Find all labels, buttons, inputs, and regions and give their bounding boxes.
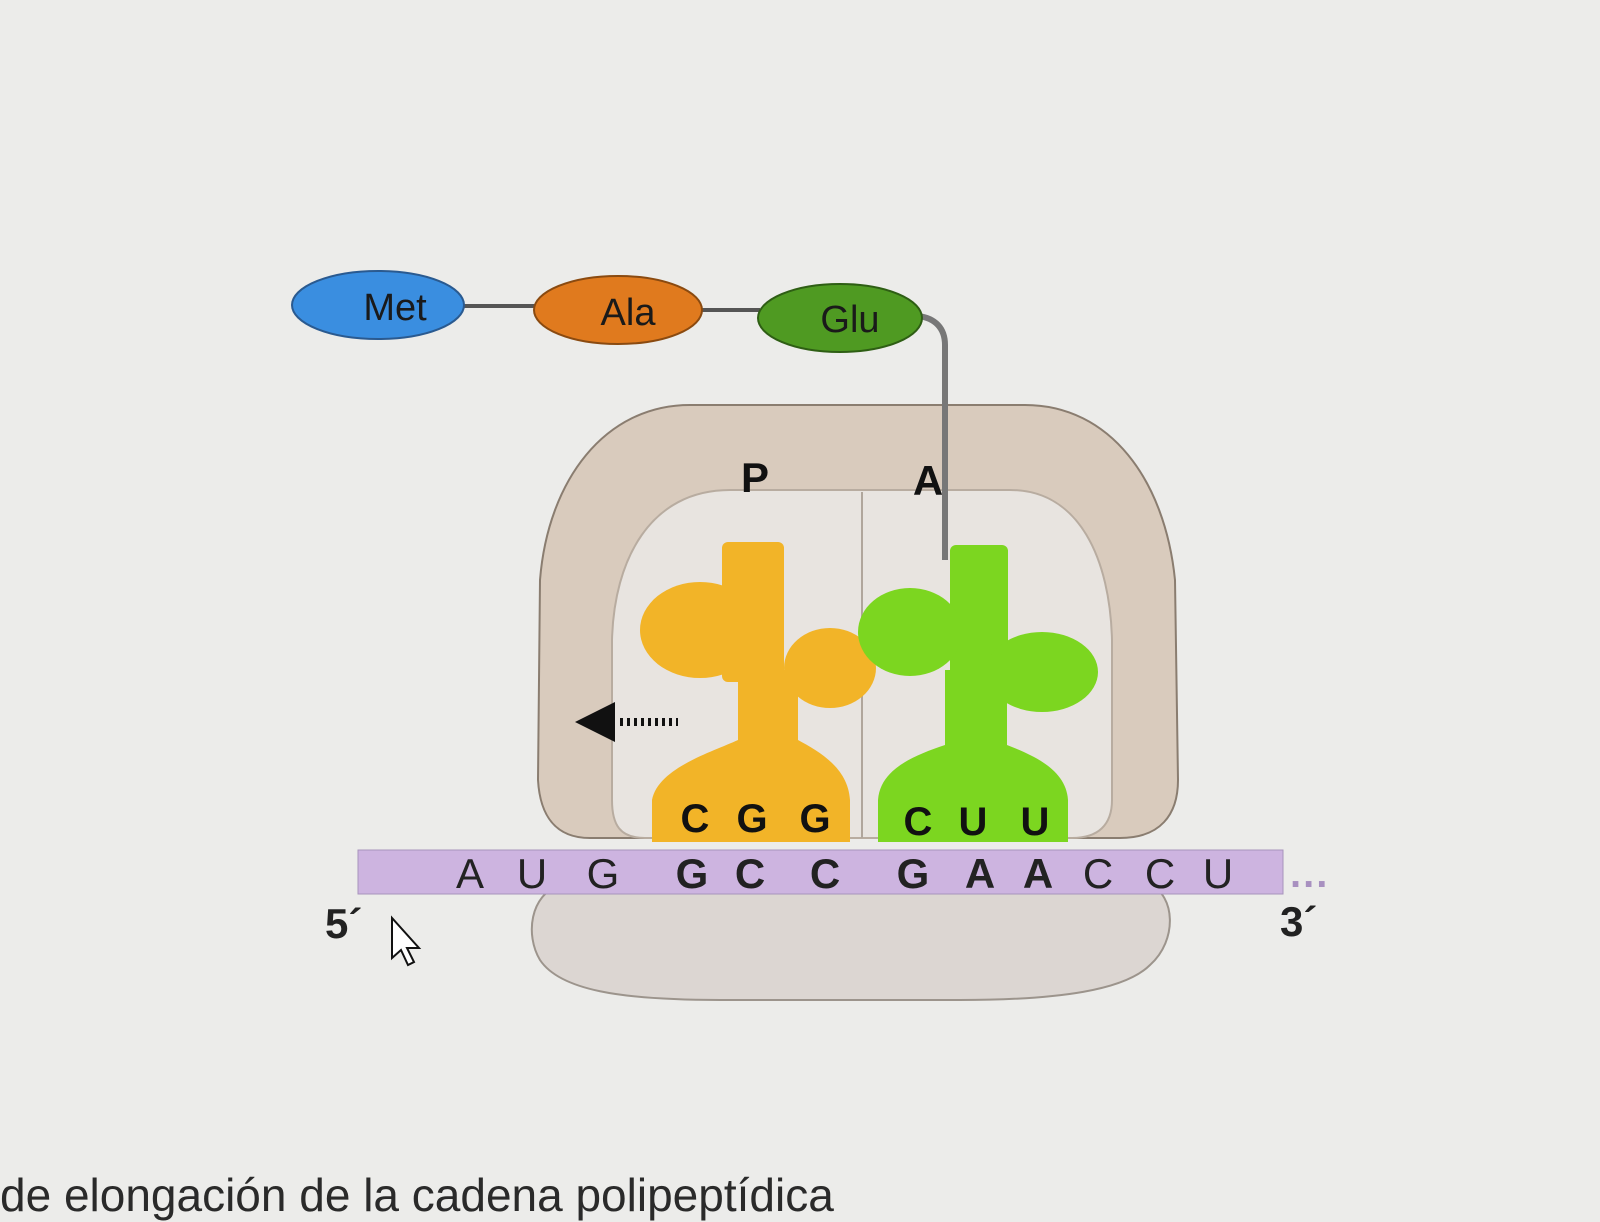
five-prime-label: 5´: [325, 900, 362, 947]
p-site-label: P: [741, 454, 769, 501]
mrna-base: C: [735, 850, 765, 897]
mrna-strand: [357, 849, 1284, 895]
mrna-base: G: [676, 850, 709, 897]
pointer-icon: [391, 915, 422, 967]
anticodon-p: C G G: [681, 797, 831, 841]
mrna-base: G: [897, 850, 930, 897]
mrna-base: A: [1023, 850, 1053, 897]
mrna-base: G: [587, 850, 620, 897]
anticodon-a-base: U: [959, 800, 988, 844]
amino-acid-glu-label: Glu: [820, 299, 879, 341]
amino-acid-met-label: Met: [363, 287, 427, 329]
trna-a-site: [858, 545, 1098, 842]
mrna-base: C: [810, 850, 840, 897]
amino-acid-ala-label: Ala: [601, 292, 657, 334]
amino-acid-met: Met: [291, 270, 465, 340]
mrna-base: A: [456, 850, 484, 897]
translocation-arrow: [575, 702, 678, 742]
mrna-base: A: [965, 850, 995, 897]
anticodon-p-base: C: [681, 797, 710, 841]
amino-acid-ala: Ala: [533, 275, 703, 345]
mrna-bases: A U G G C C G A A C C U: [456, 850, 1233, 897]
mrna-base: C: [1145, 850, 1175, 897]
glu-trna-linker: [917, 313, 948, 560]
mrna-base: U: [1203, 850, 1233, 897]
anticodon-p-base: G: [736, 797, 767, 841]
anticodon-a-base: C: [904, 800, 933, 844]
anticodon-a-base: U: [1021, 800, 1050, 844]
anticodon-a: C U U: [904, 800, 1050, 844]
ribosome-small-subunit: [530, 884, 1171, 1001]
mrna-base: U: [517, 850, 547, 897]
a-site-label: A: [913, 457, 943, 504]
amino-acid-glu: Glu: [757, 283, 923, 353]
anticodon-p-base: G: [799, 797, 830, 841]
trna-p-site: [640, 542, 876, 842]
mrna-ellipsis: ...: [1290, 852, 1329, 896]
caption-text: de elongación de la cadena polipeptídica: [0, 1169, 834, 1221]
three-prime-label: 3´: [1280, 898, 1317, 945]
mrna-base: C: [1083, 850, 1113, 897]
